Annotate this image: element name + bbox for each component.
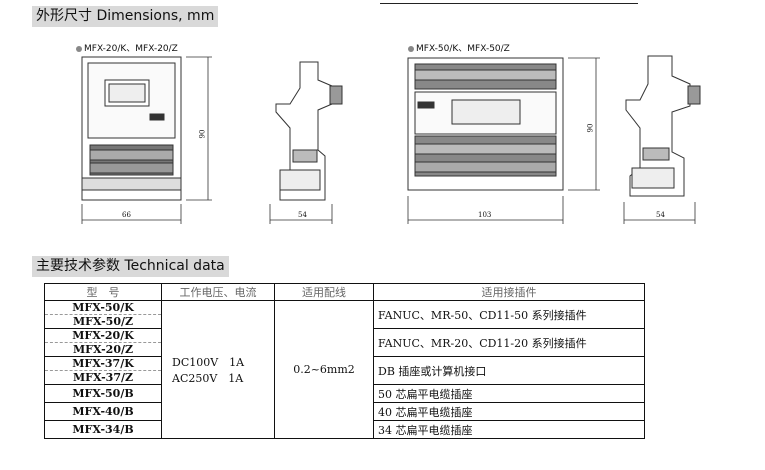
dimension-lines [81, 56, 696, 224]
header-voltage: 工作电压、电流 [161, 283, 275, 301]
model-name: MFX-50/K [45, 301, 161, 315]
model-name: MFX-37/Z [72, 371, 134, 384]
dimensions-title: 外形尺寸 Dimensions, mm [32, 6, 219, 27]
model-cell: MFX-34/B [44, 420, 162, 439]
header-model: 型 号 [44, 283, 162, 301]
left-caption: MFX-20/K、MFX-20/Z [76, 41, 178, 54]
tech-data-table: 型 号 工作电压、电流 适用配线 适用接插件 MFX-50/K MFX-50/Z… [44, 283, 645, 439]
mfx20-width-label: 66 [122, 211, 131, 219]
mfx20-front-view [81, 56, 182, 201]
model-cell: MFX-37/K MFX-37/Z [44, 356, 162, 385]
model-cell: MFX-50/K MFX-50/Z [44, 300, 162, 329]
wiring-cell: 0.2~6mm2 [274, 300, 374, 439]
table-row: MFX-50/K MFX-50/Z DC100V 1A AC250V 1A 0.… [44, 300, 645, 439]
mfx50-front-view [407, 57, 564, 191]
model-cell: MFX-40/B [44, 402, 162, 421]
connector-cell: 40 芯扁平电缆插座 [373, 402, 645, 421]
voltage-line: DC100V 1A [172, 355, 245, 369]
model-name: MFX-20/K [45, 329, 161, 343]
model-name: MFX-20/Z [72, 343, 134, 356]
mfx50-width-label: 103 [478, 211, 492, 219]
connector-cell: 50 芯扁平电缆插座 [373, 384, 645, 403]
table-row: MFX-40/B 40 芯扁平电缆插座 [44, 402, 645, 421]
voltage-line: AC250V 1A [172, 371, 244, 385]
mfx50-height-label: 90 [586, 123, 595, 133]
table-row: MFX-50/B 50 芯扁平电缆插座 [44, 384, 645, 403]
model-name: MFX-37/K [45, 357, 161, 371]
header-connector: 适用接插件 [373, 283, 645, 301]
right-caption: MFX-50/K、MFX-50/Z [408, 41, 510, 54]
table-header-row: 型 号 工作电压、电流 适用配线 适用接插件 [44, 283, 645, 301]
voltage-cell: DC100V 1A AC250V 1A [161, 300, 275, 439]
tech-data-title: 主要技术参数 Technical data [32, 256, 229, 277]
mfx20-side-view [275, 61, 343, 201]
mfx50-depth-label: 54 [656, 211, 665, 219]
bullet-icon [76, 45, 82, 52]
header-wiring: 适用配线 [274, 283, 374, 301]
mfx20-height-label: 90 [198, 129, 207, 139]
bullet-icon [408, 45, 414, 52]
model-name: MFX-50/Z [72, 315, 134, 328]
connector-cell: 34 芯扁平电缆插座 [373, 420, 645, 439]
model-cell: MFX-50/B [44, 384, 162, 403]
table-row: MFX-37/K MFX-37/Z DB 插座或计算机接口 [44, 356, 645, 385]
table-row: MFX-34/B 34 芯扁平电缆插座 [44, 420, 645, 439]
mfx20-depth-label: 54 [298, 211, 307, 219]
model-cell: MFX-20/K MFX-20/Z [44, 328, 162, 357]
connector-cell: DB 插座或计算机接口 [373, 356, 645, 385]
connector-cell: FANUC、MR-50、CD11-50 系列接插件 [373, 300, 645, 329]
top-rule [380, 3, 638, 4]
connector-cell: FANUC、MR-20、CD11-20 系列接插件 [373, 328, 645, 357]
mfx50-side-view [625, 55, 701, 197]
